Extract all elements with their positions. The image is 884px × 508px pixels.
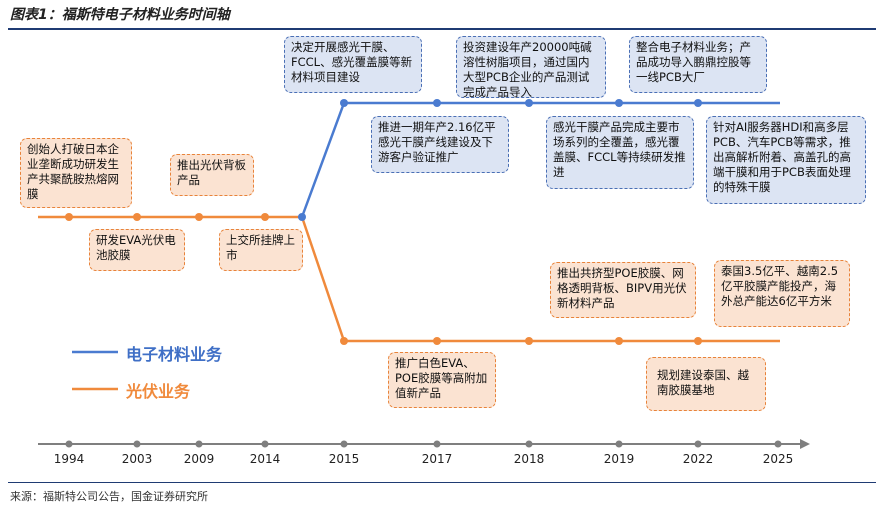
year-dot-2019 (615, 440, 623, 448)
year-label-2017: 2017 (421, 452, 453, 466)
event-electronic-2019: 感光干膜产品完成主要市场系列的全覆盖，感光覆盖膜、FCCL等持续研发推进 (546, 116, 694, 189)
event-electronic-2018: 投资建设年产20000吨碱溶性树脂项目，通过国内大型PCB企业的产品测试完成产品… (456, 36, 606, 99)
year-dot-2003 (133, 440, 141, 448)
year-label-2018: 2018 (513, 452, 545, 466)
event-electronic-2025: 针对AI服务器HDI和高多层PCB、汽车PCB等需求，推出高解析附着、高盖孔的高… (706, 116, 866, 204)
year-axis-arrow (800, 439, 810, 449)
year-label-2019: 2019 (603, 452, 635, 466)
year-dot-2018 (525, 440, 533, 448)
year-label-2015: 2015 (328, 452, 360, 466)
event-pv-2025: 泰国3.5亿平、越南2.5亿平胶膜产能投产，海外总产能达6亿平方米 (714, 260, 850, 327)
year-dot-2015 (340, 440, 348, 448)
event-pv-2022: 规划建设泰国、越南胶膜基地 (646, 357, 766, 411)
source-note: 来源：福斯特公司公告，国金证券研究所 (10, 490, 208, 503)
year-label-1994: 1994 (53, 452, 85, 466)
event-electronic-2017: 推进一期年产2.16亿平感光干膜产线建设及下游客户验证推广 (371, 116, 509, 173)
year-dot-2014 (261, 440, 269, 448)
year-dot-1994 (65, 440, 73, 448)
year-label-2025: 2025 (762, 452, 794, 466)
year-dot-2009 (195, 440, 203, 448)
year-label-2022: 2022 (682, 452, 714, 466)
year-label-2014: 2014 (249, 452, 281, 466)
top-rule (8, 28, 876, 30)
event-electronic-2015: 决定开展感光干膜、FCCL、感光覆盖膜等新材料项目建设 (284, 36, 422, 93)
event-pv-2017: 推广白色EVA、POE胶膜等高附加值新产品 (388, 352, 496, 408)
pv-business-line (38, 215, 780, 343)
legend-pv-label: 光伏业务 (126, 382, 191, 401)
event-pv-2019: 推出共挤型POE胶膜、网格透明背板、BIPV用光伏新材料产品 (550, 262, 696, 318)
event-pv-2003: 研发EVA光伏电池胶膜 (89, 229, 185, 271)
year-dot-2017 (433, 440, 441, 448)
legend-electronic-label: 电子材料业务 (126, 345, 223, 364)
event-electronic-2022: 整合电子材料业务；产品成功导入鹏鼎控股等一线PCB大厂 (629, 36, 767, 93)
year-dot-2022 (694, 440, 702, 448)
event-pv-1994: 创始人打破日本企业垄断成功研发生产共聚酰胺热熔网膜 (20, 138, 132, 208)
event-pv-2009: 推出光伏背板产品 (170, 154, 254, 196)
figure-title: 图表1：福斯特电子材料业务时间轴 (10, 7, 230, 23)
bottom-rule (8, 482, 876, 483)
event-pv-2014: 上交所挂牌上市 (219, 229, 303, 271)
year-label-2003: 2003 (121, 452, 153, 466)
pv-dots (65, 213, 702, 345)
year-axis-dots (65, 440, 782, 448)
electronic-dots (298, 99, 702, 221)
year-label-2009: 2009 (183, 452, 215, 466)
year-dot-2025 (774, 440, 782, 448)
